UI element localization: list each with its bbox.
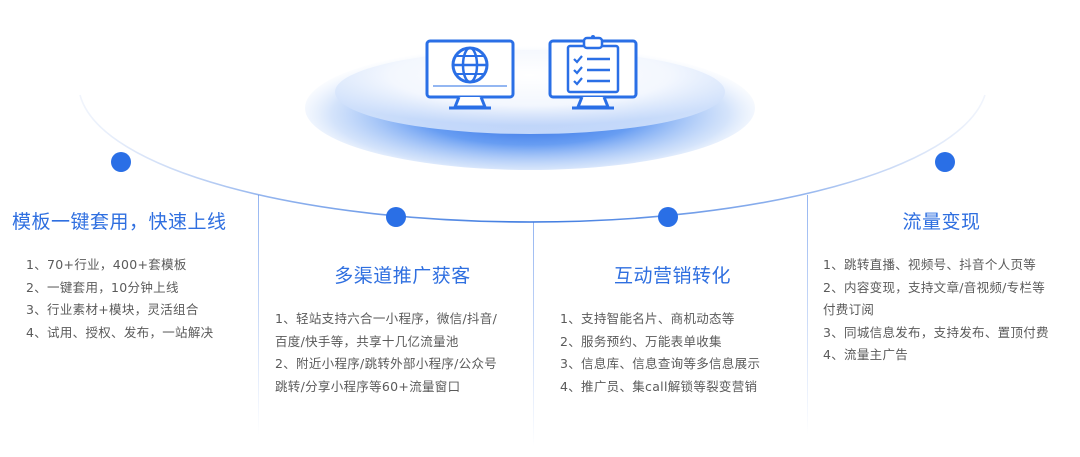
list-item: 跳转/分享小程序等60+流量窗口 [275, 378, 461, 394]
column-title: 多渠道推广获客 [334, 265, 471, 287]
list-item: 3、行业素材+模块，灵活组合 [26, 302, 199, 317]
list-item: 1、支持智能名片、商机动态等 [560, 311, 735, 326]
stage-top [335, 50, 725, 134]
list-item: 1、70+行业，400+套模板 [26, 257, 187, 272]
feature-list: 1、轻站支持六合一小程序，微信/抖音/ 百度/快手等，共享十几亿流量池 2、附近… [275, 308, 530, 398]
feature-column-templates: 模板一键套用，快速上线 1、70+行业，400+套模板 2、一键套用，10分钟上… [12, 207, 252, 344]
checklist-monitor-icon [548, 35, 638, 110]
list-item: 4、流量主广告 [823, 347, 909, 362]
list-item: 3、信息库、信息查询等多信息展示 [560, 356, 761, 371]
feature-column-monetization: 流量变现 1、跳转直播、视频号、抖音个人页等 2、内容变现，支持文章/音视频/专… [823, 207, 1080, 367]
column-title: 互动营销转化 [613, 265, 731, 287]
feature-list: 1、跳转直播、视频号、抖音个人页等 2、内容变现，支持文章/音视频/专栏等 付费… [823, 254, 1080, 367]
arc-dot-2 [386, 207, 406, 227]
list-item: 1、跳转直播、视频号、抖音个人页等 [823, 257, 1037, 272]
divider-3 [807, 195, 808, 435]
list-item: 3、同城信息发布，支持发布、置顶付费 [823, 324, 1049, 340]
list-item: 百度/快手等，共享十几亿流量池 [275, 333, 459, 349]
feature-list: 1、70+行业，400+套模板 2、一键套用，10分钟上线 3、行业素材+模块，… [12, 254, 252, 344]
list-item: 2、一键套用，10分钟上线 [26, 279, 179, 295]
column-title: 模板一键套用，快速上线 [12, 211, 227, 233]
list-item: 2、内容变现，支持文章/音视频/专栏等 [823, 279, 1046, 295]
arc-dot-1 [111, 152, 131, 172]
divider-1 [258, 195, 259, 435]
feature-column-conversion: 互动营销转化 1、支持智能名片、商机动态等 2、服务预约、万能表单收集 3、信息… [550, 261, 795, 398]
list-item: 2、附近小程序/跳转外部小程序/公众号 [275, 356, 498, 371]
globe-monitor-icon [425, 39, 515, 110]
list-item: 1、轻站支持六合一小程序，微信/抖音/ [275, 311, 498, 326]
feature-column-promotion: 多渠道推广获客 1、轻站支持六合一小程序，微信/抖音/ 百度/快手等，共享十几亿… [275, 261, 530, 398]
arc-dot-4 [935, 152, 955, 172]
column-title: 流量变现 [902, 211, 981, 233]
list-item: 付费订阅 [823, 302, 875, 317]
divider-2 [533, 222, 534, 447]
list-item: 4、推广员、集call解锁等裂变营销 [560, 378, 758, 394]
list-item: 4、试用、授权、发布，一站解决 [26, 324, 214, 340]
feature-list: 1、支持智能名片、商机动态等 2、服务预约、万能表单收集 3、信息库、信息查询等… [550, 308, 795, 398]
main-arc [79, 94, 986, 223]
arc-dot-3 [658, 207, 678, 227]
list-item: 2、服务预约、万能表单收集 [560, 333, 722, 349]
